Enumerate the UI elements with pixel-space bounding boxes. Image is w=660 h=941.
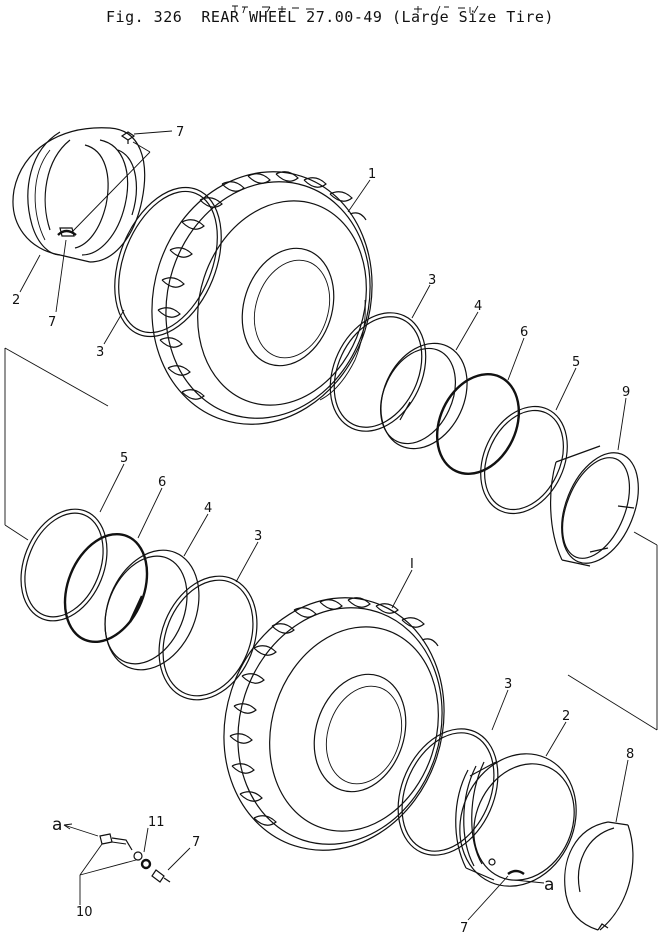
callout-5-mid: 5	[572, 355, 580, 370]
ring-5-low	[20, 508, 108, 622]
ring-3-upper-left	[114, 186, 222, 338]
callout-5-low: 5	[120, 451, 128, 466]
callout-8: 8	[626, 747, 634, 762]
callout-7-bottom: 7	[460, 921, 468, 936]
ring-3-low	[158, 575, 258, 701]
callout-4-mid: 4	[474, 299, 482, 314]
flap-band-9	[550, 445, 639, 567]
valve-upper	[71, 130, 173, 233]
rim-upper	[12, 127, 146, 263]
figure-title: Fig. 326 REAR WHEEL 27.00-49 (Large Size…	[106, 8, 554, 26]
leader-lines	[19, 179, 629, 921]
callout-11: 11	[148, 815, 165, 830]
flap-8	[564, 821, 634, 931]
o-ring-6-low	[63, 532, 149, 644]
callout-3-left: 3	[96, 345, 104, 360]
ring-5-mid	[480, 405, 568, 515]
callout-10: 10	[76, 905, 93, 920]
callout-a-right: a	[544, 875, 554, 895]
tire-lower	[223, 597, 445, 851]
callout-9: 9	[622, 385, 630, 400]
lock-ring-4-low	[104, 549, 200, 671]
callout-7-left: 7	[48, 315, 56, 330]
callout-3-mid: 3	[428, 273, 436, 288]
group-bracket-lines	[4, 347, 658, 731]
callout-7-valve: 7	[192, 835, 200, 850]
callout-3-bottom: 3	[504, 677, 512, 692]
tire-upper	[151, 171, 373, 425]
callout-2-left: 2	[12, 293, 20, 308]
valve-assembly	[63, 823, 191, 905]
callout-6-mid: 6	[520, 325, 528, 340]
callout-1-top: 1	[368, 167, 376, 182]
callout-a-left: a	[52, 815, 62, 835]
japanese-header-fragment	[0, 0, 660, 14]
callout-2-bottom: 2	[562, 709, 570, 724]
callout-labels: 7 1 2 7 3 3 4 6 5 9 5 6 4 3 I 3 2 8 11 7…	[12, 125, 634, 936]
callout-4-low: 4	[204, 501, 212, 516]
callout-7-top: 7	[176, 125, 184, 140]
callout-1-low: I	[410, 557, 414, 572]
callout-6-low: 6	[158, 475, 166, 490]
ring-3-mid	[329, 312, 427, 432]
callout-3-low: 3	[254, 529, 262, 544]
rim-lower	[455, 753, 577, 887]
lock-ring-4-mid	[380, 342, 468, 450]
o-ring-6-mid	[435, 373, 521, 475]
ring-3-bottom	[397, 728, 499, 856]
